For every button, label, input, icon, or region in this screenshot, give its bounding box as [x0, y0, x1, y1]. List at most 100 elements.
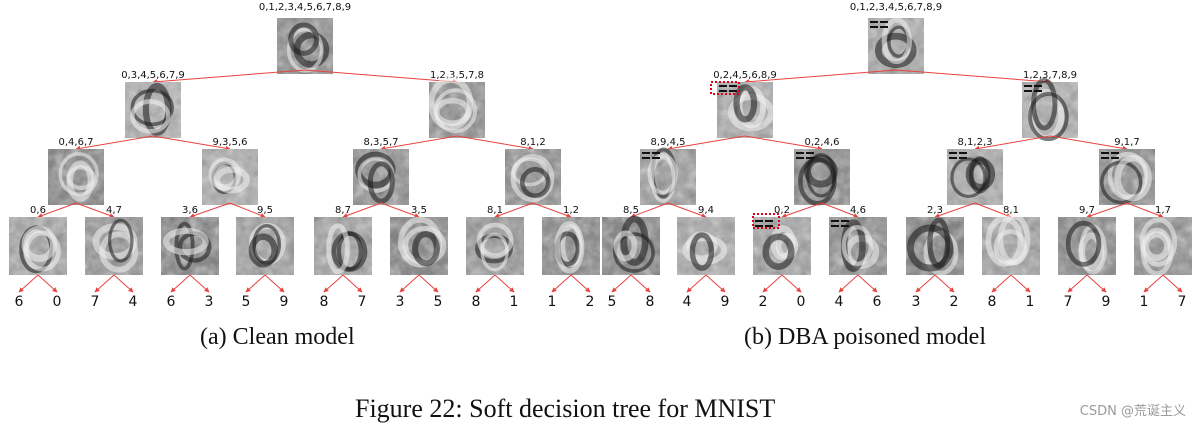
leaf-class-label: 1 [1140, 294, 1149, 310]
filter-thumbnail [947, 149, 1003, 205]
leaf-edge [323, 274, 344, 293]
leaf-edge [399, 274, 420, 293]
filter-thumbnail [1022, 78, 1078, 142]
filter-thumbnail [829, 217, 887, 275]
node-label: 9,1,7 [1114, 137, 1139, 148]
figure-caption: Figure 22: Soft decision tree for MNIST [355, 394, 776, 423]
node-label: 0,4,6,7 [59, 137, 94, 148]
filter-thumbnail [48, 149, 104, 205]
leaf-class-label: 7 [358, 294, 367, 310]
filter-thumbnail [125, 82, 181, 138]
node-label: 0,2,4,5,6,8,9 [713, 70, 777, 81]
node-label: 8,1 [1003, 205, 1019, 216]
filter-thumbnail [161, 217, 219, 275]
leaf-class-label: 1 [1026, 294, 1035, 310]
node-label: 9,5 [257, 205, 273, 216]
node-label: 9,3,5,6 [213, 137, 248, 148]
filter-thumbnail [202, 149, 258, 205]
filter-thumbnail [868, 17, 924, 74]
trigger-highlight-box [752, 213, 780, 229]
tree-edge [189, 202, 231, 218]
tree-edge [152, 69, 306, 85]
node-label: 1,2,3,5,7,8 [430, 70, 484, 81]
leaf-edge [264, 274, 285, 293]
tree-edge [974, 202, 1012, 218]
leaf-edge [1067, 274, 1088, 293]
node-label: 0,1,2,3,4,5,6,7,8,9 [850, 2, 942, 13]
leaf-edge [189, 274, 210, 293]
leaf-edge [762, 274, 783, 293]
filter-thumbnail [277, 18, 333, 74]
node-label: 0,1,2,3,4,5,6,7,8,9 [259, 2, 351, 13]
filter-thumbnail [390, 216, 448, 275]
node-label: 0,3,4,5,6,7,9 [121, 70, 185, 81]
leaf-class-label: 4 [835, 294, 844, 310]
tree-edge [895, 69, 1051, 85]
node-label: 3,5 [411, 205, 427, 216]
leaf-class-label: 6 [15, 294, 24, 310]
tree-edge [821, 202, 859, 218]
leaf-class-label: 5 [608, 294, 617, 310]
filter-thumbnail [753, 217, 811, 275]
node-label: 1,7 [1155, 205, 1171, 216]
tree-edge [494, 202, 534, 218]
filter-thumbnail [353, 149, 409, 205]
leaf-class-label: 0 [797, 294, 806, 310]
leaf-class-label: 0 [53, 294, 62, 310]
leaf-edge [245, 274, 266, 293]
tree-edge [342, 202, 382, 218]
leaf-edge [857, 274, 878, 293]
node-label: 8,9,4,5 [651, 137, 686, 148]
filter-thumbnail [1099, 149, 1155, 205]
leaf-class-label: 2 [950, 294, 959, 310]
tree-edge [152, 135, 231, 151]
leaf-edge [94, 274, 115, 293]
leaf-edge [494, 274, 515, 293]
filter-thumbnail [717, 82, 775, 138]
filter-thumbnail [85, 217, 143, 275]
leaf-edge [915, 274, 936, 293]
tree-edge [1049, 135, 1128, 151]
tree-edge [380, 202, 420, 218]
tree-edge [380, 135, 458, 151]
leaf-edge [113, 274, 134, 293]
tree-edge [1086, 202, 1128, 218]
leaf-class-label: 3 [205, 294, 214, 310]
leaf-class-label: 8 [320, 294, 329, 310]
leaf-class-label: 2 [586, 294, 595, 310]
node-label: 4,6 [850, 205, 866, 216]
leaf-class-label: 9 [1102, 294, 1111, 310]
leaf-class-label: 2 [759, 294, 768, 310]
filter-thumbnail [982, 213, 1040, 275]
leaf-class-label: 5 [242, 294, 251, 310]
leaf-edge [1086, 274, 1107, 293]
node-label: 8,1,2 [520, 137, 545, 148]
leaf-edge [342, 274, 363, 293]
leaf-edge [418, 274, 439, 293]
filter-thumbnail [1058, 217, 1116, 275]
filter-thumbnail [466, 217, 524, 275]
tree-edge [744, 135, 823, 151]
leaf-class-label: 9 [721, 294, 730, 310]
caption-dba-model: (b) DBA poisoned model [744, 324, 986, 350]
watermark: CSDN @荒诞主义 [1079, 404, 1186, 419]
tree-edge [37, 202, 77, 218]
leaf-class-label: 7 [1178, 294, 1187, 310]
leaf-class-label: 4 [683, 294, 692, 310]
node-label: 8,5 [623, 205, 639, 216]
node-label: 1,2 [563, 205, 579, 216]
node-label: 0,2,4,6 [805, 137, 840, 148]
node-label: 2,3 [927, 205, 943, 216]
leaf-edge [611, 274, 632, 293]
leaf-class-label: 8 [646, 294, 655, 310]
leaf-edge [18, 274, 39, 293]
leaf-edge [551, 274, 572, 293]
leaf-class-label: 6 [873, 294, 882, 310]
tree-edge [667, 202, 707, 218]
node-label: 9,7 [1079, 205, 1095, 216]
node-label: 0,2 [774, 205, 790, 216]
leaf-edge [1162, 274, 1183, 293]
leaf-class-label: 6 [167, 294, 176, 310]
leaf-class-label: 4 [129, 294, 138, 310]
